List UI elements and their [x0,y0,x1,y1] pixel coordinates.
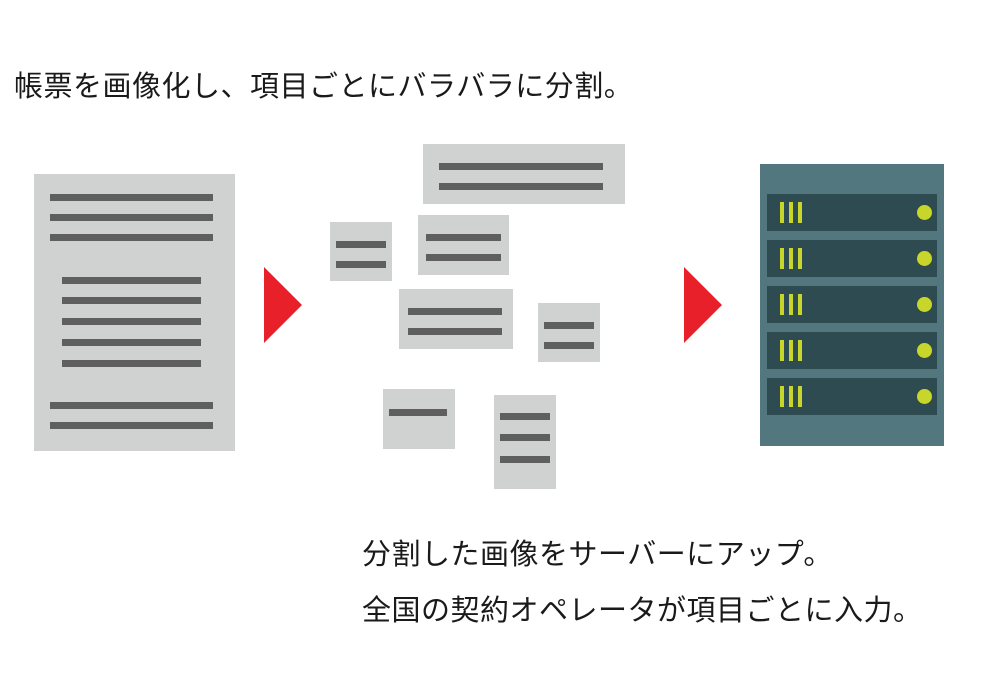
status-light-icon [917,343,932,358]
arrow-right-icon [684,267,722,343]
form-document-icon [34,174,235,451]
server-unit [767,378,937,415]
server-unit [767,286,937,323]
server-icon [760,164,944,446]
status-light-icon [917,389,932,404]
fragment-icon [383,389,455,449]
fragment-icon [423,144,625,204]
upload-description: 分割した画像をサーバーにアップ。 [362,537,833,571]
status-light-icon [917,297,932,312]
status-light-icon [917,251,932,266]
fragment-icon [418,215,509,275]
server-unit [767,240,937,277]
fragment-icon [494,395,556,489]
status-light-icon [917,205,932,220]
fragment-icon [538,303,600,362]
server-unit [767,194,937,231]
title-text: 帳票を画像化し、項目ごとにバラバラに分割。 [14,69,634,103]
arrow-right-icon [264,267,302,343]
operator-description: 全国の契約オペレータが項目ごとに入力。 [362,593,923,627]
fragment-icon [399,289,513,349]
fragment-icon [330,222,392,281]
server-unit [767,332,937,369]
